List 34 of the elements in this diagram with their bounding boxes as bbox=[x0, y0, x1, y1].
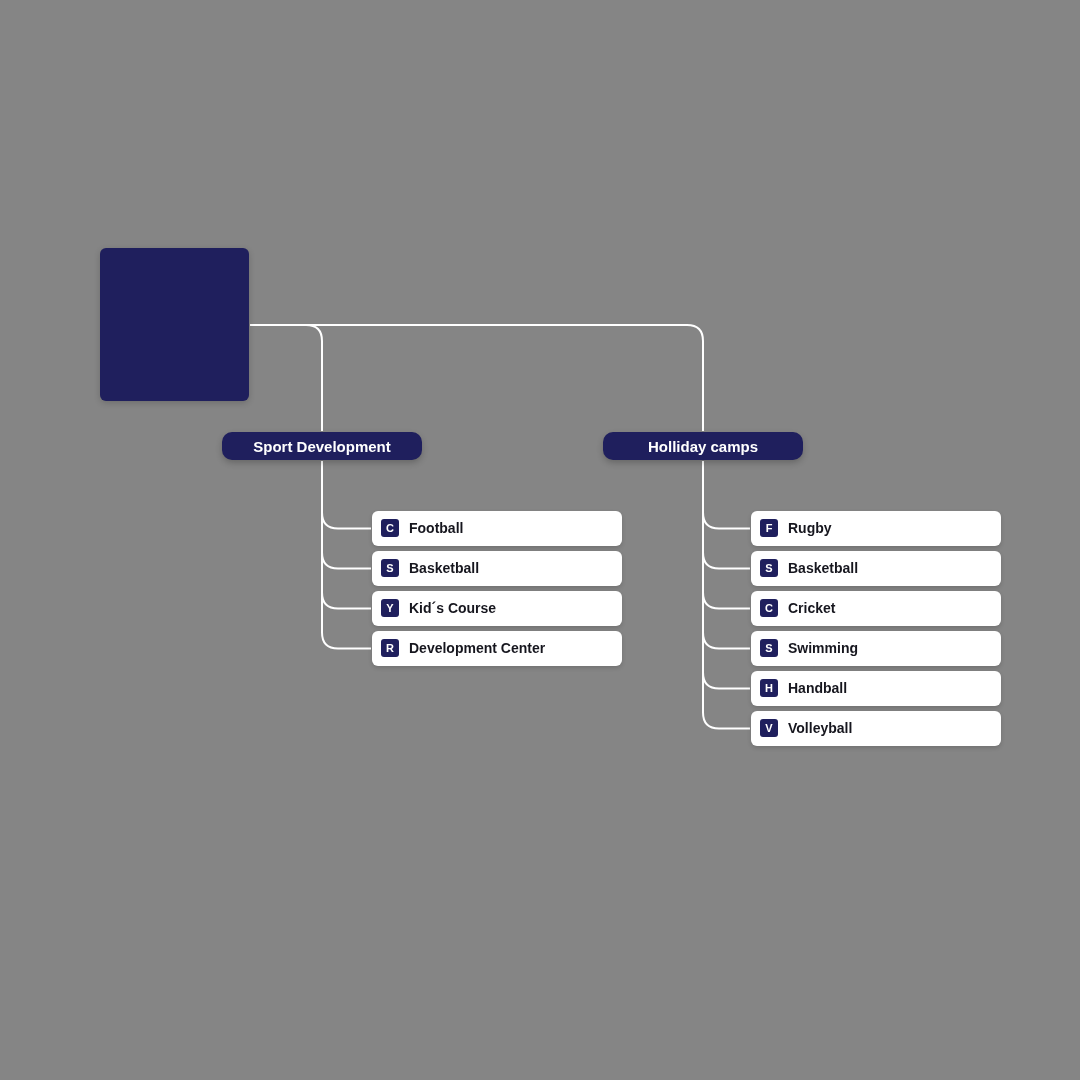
program-card bbox=[751, 551, 1001, 586]
program-name: Handball bbox=[788, 679, 848, 697]
initial-badge: Y bbox=[381, 599, 399, 617]
program-card bbox=[751, 711, 1001, 746]
program-name: Basketball bbox=[409, 559, 480, 577]
initial-badge: S bbox=[381, 559, 399, 577]
program-card bbox=[372, 511, 622, 546]
program-card bbox=[751, 671, 1001, 706]
program-name: Football bbox=[409, 519, 464, 537]
program-name: Development Center bbox=[409, 639, 546, 657]
initial-badge: F bbox=[760, 519, 778, 537]
program-card bbox=[372, 631, 622, 666]
program-name: Swimming bbox=[788, 639, 858, 657]
program-card bbox=[751, 591, 1001, 626]
program-name: Basketball bbox=[788, 559, 859, 577]
initial-badge: S bbox=[760, 639, 778, 657]
initial-badge: C bbox=[760, 599, 778, 617]
organization-tile bbox=[100, 248, 249, 401]
initial-badge: H bbox=[760, 679, 778, 697]
initial-badge: C bbox=[381, 519, 399, 537]
program-card bbox=[751, 631, 1001, 666]
program-card bbox=[751, 511, 1001, 546]
connector-line bbox=[321, 460, 372, 650]
initial-badge: R bbox=[381, 639, 399, 657]
program-name: Kid´s Course bbox=[409, 599, 497, 617]
program-card bbox=[372, 551, 622, 586]
initial-badge: V bbox=[760, 719, 778, 737]
program-card bbox=[372, 591, 622, 626]
division-label: Sport Development bbox=[222, 432, 422, 460]
division-label: Holliday camps bbox=[603, 432, 803, 460]
program-name: Cricket bbox=[788, 599, 836, 617]
initial-badge: S bbox=[760, 559, 778, 577]
program-name: Rugby bbox=[788, 519, 832, 537]
program-name: Volleyball bbox=[788, 719, 853, 737]
